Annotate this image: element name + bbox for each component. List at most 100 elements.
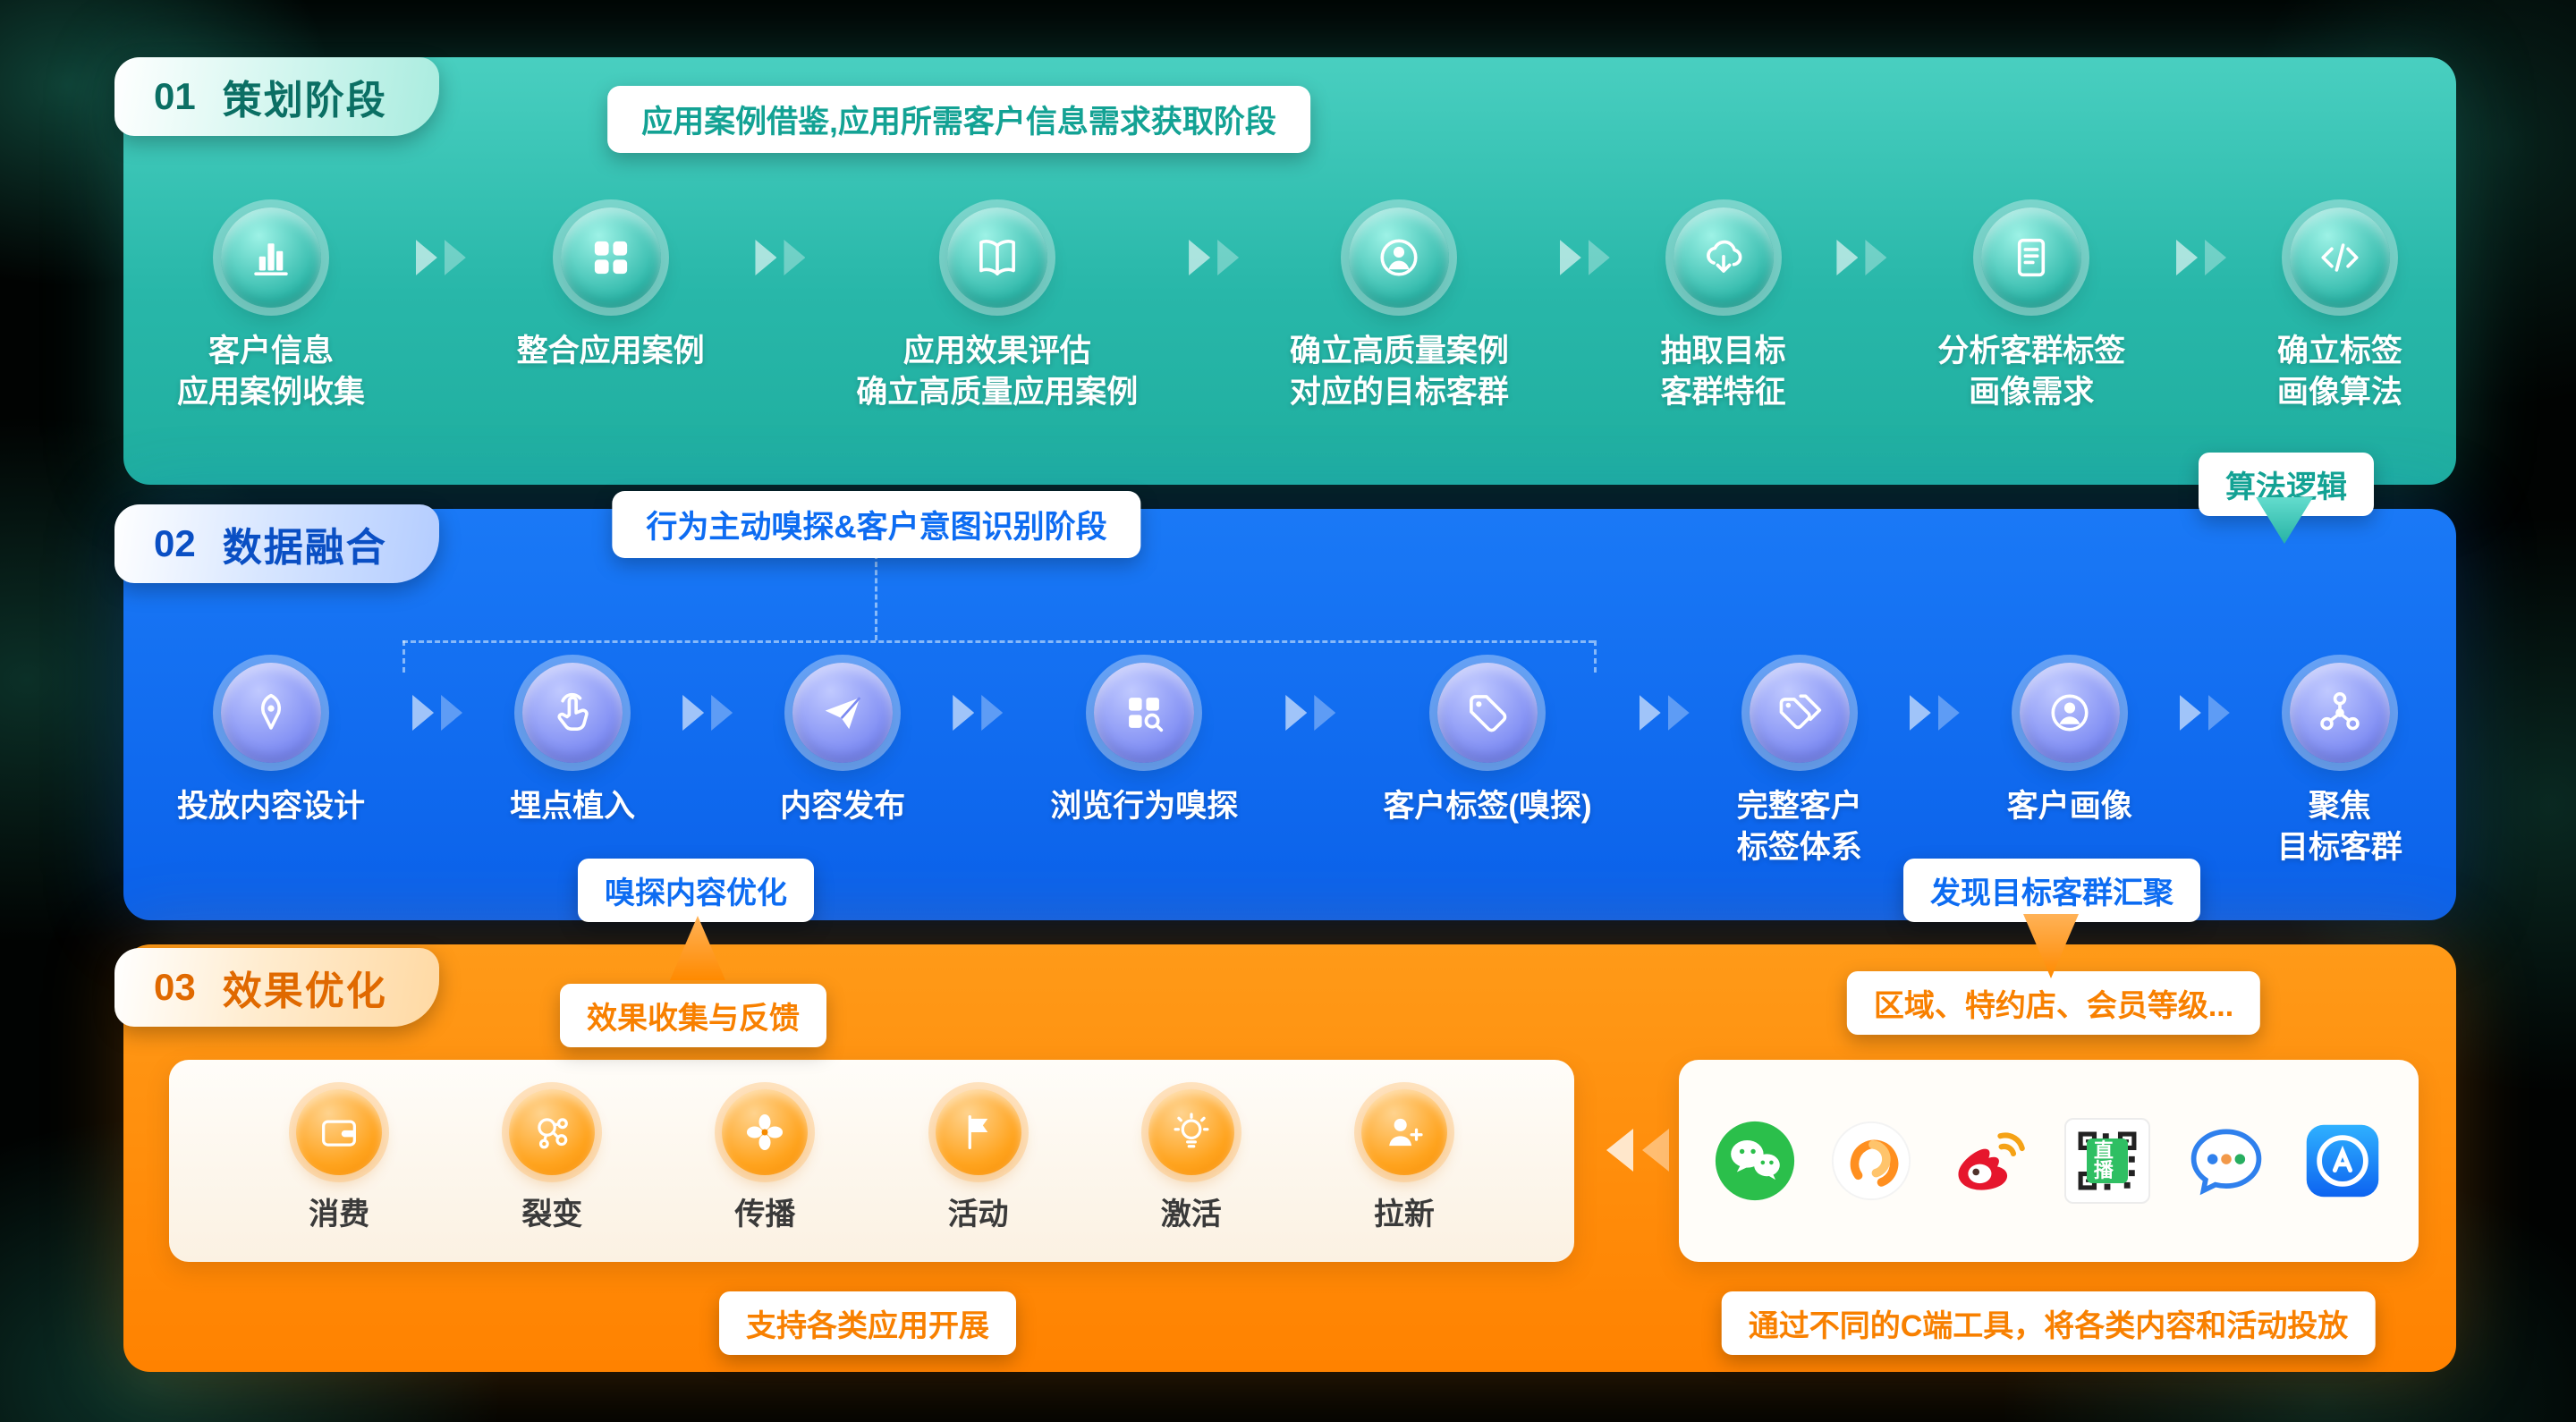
app-acquire: 拉新 — [1360, 1088, 1447, 1233]
channels-card: 直播 — [1679, 1060, 2419, 1262]
dashed-connector-stub — [402, 640, 405, 673]
label-line: 抽取目标 — [1660, 334, 1786, 368]
step-data-7: 客户画像 — [2007, 663, 2132, 827]
app-label: 拉新 — [1373, 1197, 1435, 1232]
step-icon — [946, 207, 1047, 308]
phase1-badge: 01 策划阶段 — [114, 57, 439, 136]
app-activity: 活动 — [935, 1088, 1021, 1233]
step-label: 应用效果评估 确立高质量应用案例 — [856, 331, 1138, 413]
label-line: 标签体系 — [1736, 830, 1862, 866]
target-group-tag: 发现目标客群汇聚 — [1903, 859, 2200, 922]
app-spread: 传播 — [722, 1088, 809, 1233]
tag-icon — [1470, 695, 1507, 732]
live-qr-label: 直播 — [2086, 1138, 2128, 1183]
label-line: 应用案例收集 — [177, 375, 366, 411]
step-data-5: 客户标签(嗅探) — [1383, 663, 1592, 827]
app-label: 裂变 — [521, 1197, 583, 1232]
phase2-banner: 行为主动嗅探&客户意图识别阶段 — [612, 491, 1141, 558]
bulb-icon — [1174, 1112, 1209, 1147]
code-icon — [2321, 243, 2359, 272]
step-label: 抽取目标 客群特征 — [1661, 331, 1786, 413]
label-line: 确立高质量应用案例 — [856, 375, 1139, 411]
label-line: 应用效果评估 — [902, 334, 1091, 368]
step-label: 投放内容设计 — [177, 786, 365, 827]
user-plus-icon — [1389, 1118, 1423, 1146]
open-book-icon — [979, 240, 1015, 275]
app-label: 消费 — [309, 1197, 370, 1232]
step-icon — [2289, 663, 2390, 763]
step-label: 客户画像 — [2007, 786, 2132, 827]
label-line: 客户标签(嗅探) — [1383, 789, 1592, 824]
chevrons-right-icon — [1909, 695, 1960, 731]
wechat-channels-icon — [1830, 1120, 1912, 1202]
step-label: 内容发布 — [780, 786, 905, 827]
pen-icon — [261, 693, 281, 730]
label-line: 对应的目标客群 — [1289, 375, 1509, 411]
step-label: 确立标签 画像算法 — [2277, 331, 2402, 413]
app-label: 传播 — [734, 1197, 796, 1232]
chevrons-right-icon — [1189, 240, 1240, 275]
label-line: 投放内容设计 — [177, 789, 366, 824]
user-circle-icon — [2051, 694, 2089, 732]
label-line: 浏览行为嗅探 — [1050, 789, 1239, 824]
arrow-left-icon — [1606, 1129, 1669, 1172]
phase1-number: 01 — [154, 75, 196, 117]
step-data-1: 投放内容设计 — [177, 663, 365, 827]
phase2-title: 数据融合 — [222, 526, 387, 570]
dashed-connector-stub — [1594, 640, 1597, 673]
chevrons-right-icon — [415, 240, 466, 275]
phase2-band: 投放内容设计 埋点植入 — [123, 509, 2456, 920]
app-icon — [935, 1088, 1021, 1175]
segment-tag: 区域、特约店、会员等级... — [1846, 971, 2261, 1035]
step-icon — [1436, 663, 1538, 763]
label-line: 客户信息 — [208, 334, 335, 368]
label-line: 埋点植入 — [510, 789, 636, 824]
step-icon — [1749, 663, 1850, 763]
phase3-number: 03 — [154, 966, 196, 1008]
step-icon — [2289, 207, 2390, 308]
step-icon — [522, 663, 623, 763]
chevrons-right-icon — [412, 695, 463, 731]
app-store-icon — [2301, 1120, 2384, 1202]
phase2-badge: 02 数据融合 — [114, 504, 439, 583]
step-plan-4: 确立高质量案例 对应的目标客群 — [1290, 207, 1509, 413]
app-icon — [722, 1088, 809, 1175]
label-line: 客户画像 — [2006, 789, 2132, 824]
step-icon — [2019, 663, 2120, 763]
tap-icon — [557, 692, 589, 731]
step-plan-5: 抽取目标 客群特征 — [1661, 207, 1786, 413]
app-activate: 激活 — [1148, 1088, 1234, 1233]
step-plan-2: 整合应用案例 — [517, 207, 705, 372]
step-icon — [221, 663, 321, 763]
step-data-2: 埋点植入 — [510, 663, 635, 827]
phase3-title: 效果优化 — [222, 969, 387, 1013]
step-plan-1: 客户信息 应用案例收集 — [177, 207, 365, 413]
step-plan-3: 应用效果评估 确立高质量应用案例 — [856, 207, 1138, 413]
phase2-steps-row: 投放内容设计 埋点植入 — [177, 663, 2402, 868]
weibo-icon — [1947, 1120, 2029, 1202]
label-line: 画像需求 — [1969, 375, 2095, 411]
phase3-badge: 03 效果优化 — [114, 948, 439, 1027]
app-consume: 消费 — [296, 1088, 383, 1233]
paper-plane-icon — [825, 697, 861, 730]
step-label: 埋点植入 — [510, 786, 635, 827]
step-icon — [1673, 207, 1774, 308]
phase1-title: 策划阶段 — [222, 79, 387, 123]
step-icon — [1349, 207, 1450, 308]
label-line: 内容发布 — [780, 789, 906, 824]
label-line: 确立高质量案例 — [1289, 334, 1509, 368]
chevrons-right-icon — [953, 695, 1004, 731]
bar-chart-icon — [254, 243, 288, 275]
flag-icon — [968, 1114, 987, 1149]
tags-icon — [1779, 694, 1821, 730]
dashed-connector-horizontal — [402, 640, 1594, 643]
step-data-3: 内容发布 — [780, 663, 905, 827]
app-label: 活动 — [947, 1197, 1009, 1232]
step-label: 浏览行为嗅探 — [1050, 786, 1238, 827]
cloud-download-icon — [1706, 240, 1741, 273]
step-label: 聚焦 目标客群 — [2277, 786, 2402, 868]
fission-icon — [538, 1117, 569, 1148]
step-plan-6: 分析客群标签 画像需求 — [1937, 207, 2125, 413]
dashed-connector-vertical — [875, 546, 877, 640]
